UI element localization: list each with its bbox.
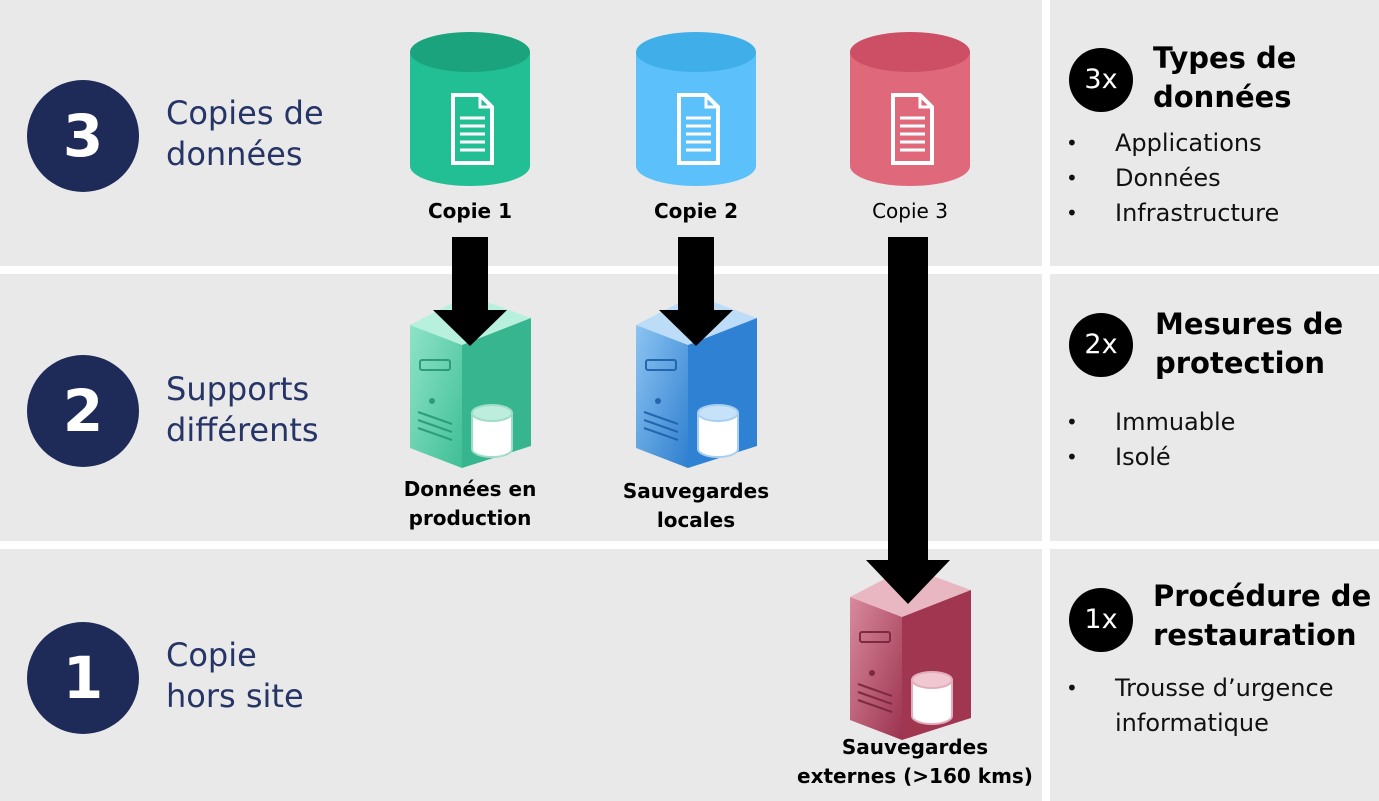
list-item: Isolé: [1066, 440, 1235, 475]
database-icon-copy-3: [850, 32, 970, 186]
panel-title-restore: Procédure de restauration: [1153, 577, 1371, 655]
panel-title-line: Types de: [1153, 41, 1297, 75]
server-label-production: Données en production: [380, 475, 560, 533]
panel-list-data-types: Applications Données Infrastructure: [1066, 126, 1279, 231]
row-title-3: Copies de données: [166, 93, 324, 175]
row-title-line: différents: [166, 411, 319, 449]
row-title-1: Copie hors site: [166, 635, 304, 717]
list-item: Infrastructure: [1066, 196, 1279, 231]
row-title-line: Copies de: [166, 94, 324, 132]
badge-1x: 1x: [1069, 588, 1133, 652]
document-icon: [451, 93, 494, 165]
server-label-local: Sauvegardes locales: [606, 477, 786, 535]
arrow-copy-1-to-production: [433, 237, 507, 346]
panel-title-line: protection: [1155, 346, 1326, 380]
row-number-3: 3: [27, 80, 139, 192]
row-title-line: données: [166, 135, 303, 173]
list-item-line: Trousse d’urgence: [1115, 674, 1334, 702]
row-number-1: 1: [27, 622, 139, 734]
server-label-line: Données en: [403, 477, 537, 501]
list-item: Immuable: [1066, 405, 1235, 440]
list-item: Données: [1066, 161, 1279, 196]
bullet-icon: •: [1066, 676, 1078, 700]
document-icon: [891, 93, 934, 165]
server-label-line: externes (>160 kms): [797, 764, 1033, 788]
panel-title-line: restauration: [1153, 618, 1357, 652]
panel-title-line: données: [1153, 80, 1292, 114]
panel-list-restore: • Trousse d’urgence informatique: [1066, 671, 1333, 741]
server-label-line: Sauvegardes: [841, 735, 989, 759]
badge-3x: 3x: [1069, 48, 1133, 112]
list-item: • Trousse d’urgence informatique: [1066, 671, 1333, 741]
database-icon-copy-1: [410, 32, 530, 186]
server-icon-production: [410, 295, 531, 468]
list-item: Applications: [1066, 126, 1279, 161]
panel-title-line: Mesures de: [1155, 307, 1344, 341]
arrow-copy-2-to-local: [659, 237, 733, 346]
row-title-2: Supports différents: [166, 369, 319, 451]
panel-title-data-types: Types de données: [1153, 39, 1296, 117]
copy-label-3: Copie 3: [872, 199, 948, 223]
panel-title-protection: Mesures de protection: [1155, 305, 1343, 383]
server-label-line: Sauvegardes: [622, 479, 770, 503]
database-icon-copy-2: [636, 32, 756, 186]
server-icon-local-backup: [636, 295, 757, 468]
row-title-line: Copie: [166, 636, 257, 674]
document-icon: [677, 93, 720, 165]
row-title-line: hors site: [166, 677, 304, 715]
arrow-copy-3-to-offsite: [866, 237, 950, 604]
list-item-line: informatique: [1115, 709, 1269, 737]
server-label-line: locales: [656, 508, 736, 532]
panel-list-protection: Immuable Isolé: [1066, 405, 1235, 475]
panel-title-line: Procédure de: [1153, 579, 1372, 613]
copy-label-2: Copie 2: [653, 199, 739, 223]
row-number-2: 2: [27, 355, 139, 467]
row-title-line: Supports: [166, 370, 310, 408]
copy-label-1: Copie 1: [427, 199, 513, 223]
server-label-offsite: Sauvegardes externes (>160 kms): [790, 733, 1040, 791]
badge-2x: 2x: [1069, 313, 1133, 377]
server-label-line: production: [408, 506, 532, 530]
